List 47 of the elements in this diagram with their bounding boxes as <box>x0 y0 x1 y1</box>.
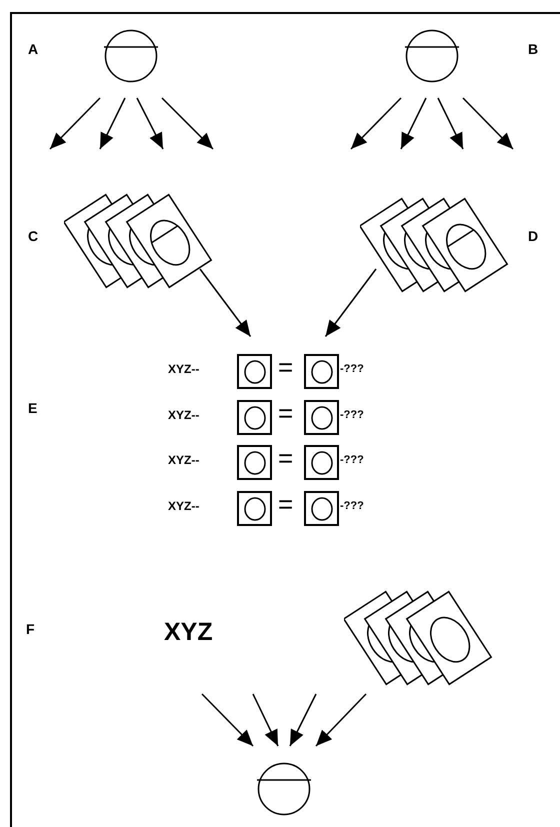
arrow <box>161 97 214 150</box>
square-box <box>237 400 272 435</box>
panel-letter: E <box>28 401 38 415</box>
row-label: XYZ-- <box>168 363 200 375</box>
arrow <box>49 97 101 150</box>
panel-letter: C <box>28 229 38 243</box>
arrow <box>136 98 164 150</box>
square-box <box>237 445 272 480</box>
row-suffix: -??? <box>340 410 364 421</box>
card-stack-drawing <box>64 193 214 289</box>
arrow <box>315 693 367 747</box>
arrow <box>400 98 427 150</box>
arrow <box>252 694 279 746</box>
panel-letter: F <box>26 622 35 636</box>
equals-sign: = <box>278 354 294 380</box>
arrow <box>462 97 514 150</box>
panel-letter: B <box>528 42 538 56</box>
row-suffix: -??? <box>340 455 364 466</box>
square-box <box>304 491 339 526</box>
arrow <box>324 268 377 337</box>
row-suffix: -??? <box>340 501 364 512</box>
arrow <box>350 97 402 150</box>
square-box <box>304 445 339 480</box>
arrow <box>199 268 252 337</box>
square-box <box>304 354 339 389</box>
square-box <box>237 354 272 389</box>
equals-sign: = <box>278 400 294 426</box>
equals-sign: = <box>278 491 294 517</box>
arrow <box>99 98 126 150</box>
panel-letter: D <box>528 229 538 243</box>
square-box <box>237 491 272 526</box>
circle-symbol <box>256 762 312 816</box>
arrow <box>437 98 464 150</box>
panel-letter: A <box>28 42 38 56</box>
circle-symbol <box>404 29 460 83</box>
heading-text: XYZ <box>164 620 213 644</box>
card-stack-drawing <box>344 590 494 686</box>
square-box <box>304 400 339 435</box>
card-stack-drawing <box>360 197 510 293</box>
row-label: XYZ-- <box>168 409 200 421</box>
row-label: XYZ-- <box>168 500 200 512</box>
circle-symbol <box>103 29 159 83</box>
arrow <box>201 693 254 747</box>
arrow <box>289 694 317 746</box>
row-label: XYZ-- <box>168 454 200 466</box>
row-suffix: -??? <box>340 364 364 375</box>
equals-sign: = <box>278 445 294 471</box>
